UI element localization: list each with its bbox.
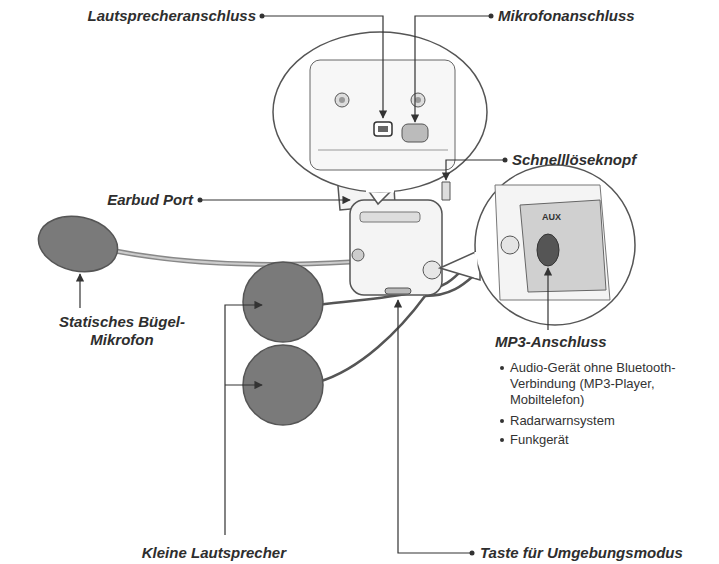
port-label: MP3-Anschluss — [495, 333, 607, 351]
port-marking: AUX — [542, 212, 561, 222]
usage-note: Radarwarnsystem — [510, 413, 615, 429]
port-label: Lautsprecheranschluss — [88, 7, 256, 25]
usage-note: Funkgerät — [510, 432, 569, 448]
button-label: Schnelllöseknopf — [512, 151, 636, 169]
port-label: Earbud Port — [107, 191, 193, 209]
button-label: Taste für Umgebungsmodus — [480, 544, 683, 562]
speaker-label: Kleine Lautsprecher — [142, 544, 286, 562]
port-label: Mikrofonanschluss — [498, 7, 635, 25]
microphone-label: Statisches Bügel-Mikrofon — [52, 313, 192, 349]
usage-note: Audio-Gerät ohne Bluetooth-Verbindung (M… — [510, 360, 710, 408]
